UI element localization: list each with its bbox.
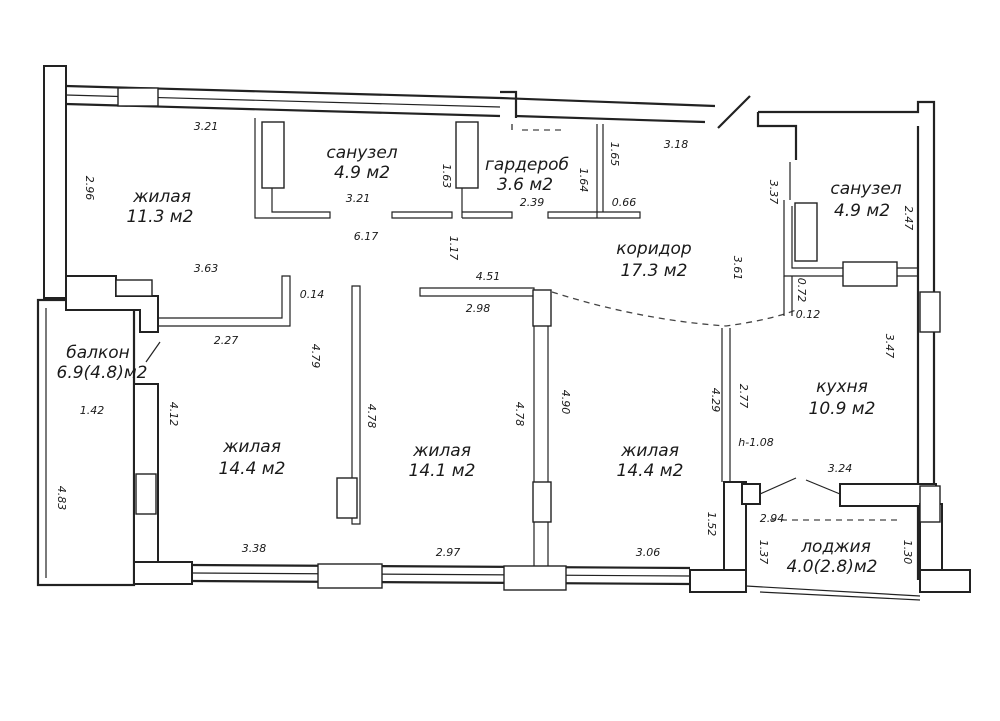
window-nw <box>117 87 159 107</box>
dimension-label: 2.47 <box>902 206 915 231</box>
dimension-label: 3.37 <box>767 180 780 205</box>
dimension-label: 0.72 <box>795 278 808 303</box>
windows <box>115 87 941 591</box>
dimension-label: 4.78 <box>365 404 378 429</box>
dimension-label: 2.96 <box>83 176 96 201</box>
room-area-balcony: 6.9(4.8)м2 <box>57 363 148 383</box>
dimension-label: 3.63 <box>194 262 219 275</box>
dimension-label: 4.78 <box>513 402 526 427</box>
dimension-label: 2.94 <box>760 512 785 525</box>
wall-sw-pier <box>133 383 159 563</box>
dimension-label: 3.24 <box>828 462 853 475</box>
dimension-label: 2.97 <box>436 546 461 559</box>
dimension-label: 1.30 <box>901 540 914 565</box>
dimension-label: 4.29 <box>709 388 722 413</box>
dimension-label: 2.27 <box>214 334 239 347</box>
dimension-label: 0.12 <box>796 308 821 321</box>
dimension-label: 6.17 <box>354 230 379 243</box>
dimension-label: 4.79 <box>309 344 322 369</box>
dimension-label: 1.65 <box>608 142 621 167</box>
dimension-labels: 3.21 2.96 3.21 1.63 6.17 1.65 1.64 3.18 … <box>55 120 915 564</box>
wall-nw-corner <box>65 275 159 333</box>
dimension-label: 3.06 <box>636 546 661 559</box>
dimension-label: 1.37 <box>757 540 770 565</box>
dimension-label: 4.51 <box>476 270 501 283</box>
room-name-living-se: жилая <box>620 441 679 461</box>
dimension-label: 0.14 <box>300 288 325 301</box>
dimension-label: 0.66 <box>612 196 637 209</box>
room-name-living-nw: жилая <box>132 187 191 207</box>
room-name-bathroom-e: санузел <box>830 179 901 199</box>
room-name-wardrobe: гардероб <box>485 155 569 175</box>
window-south-1 <box>317 563 383 589</box>
dimension-label: 4.12 <box>167 402 180 427</box>
room-labels: жилая 11.3 м2 санузел 4.9 м2 гардероб 3.… <box>57 143 902 577</box>
dimension-label: 3.38 <box>242 542 267 555</box>
dimension-label: 2.39 <box>520 196 545 209</box>
room-area-living-s: 14.1 м2 <box>409 461 476 481</box>
dimension-label: 1.64 <box>577 168 590 193</box>
room-name-corridor: коридор <box>616 239 692 259</box>
room-area-living-sw: 14.4 м2 <box>219 459 286 479</box>
room-name-living-sw: жилая <box>222 437 281 457</box>
dimension-label: 3.21 <box>346 192 371 205</box>
dimension-label: 3.47 <box>883 334 896 359</box>
room-name-living-s: жилая <box>412 441 471 461</box>
room-area-living-nw: 11.3 м2 <box>127 207 194 227</box>
room-area-kitchen: 10.9 м2 <box>809 399 876 419</box>
room-name-balcony: балкон <box>66 343 130 363</box>
room-area-living-se: 14.4 м2 <box>617 461 684 481</box>
dimension-label: 1.42 <box>80 404 105 417</box>
dimension-label: 4.83 <box>55 486 68 511</box>
dimension-label: 1.63 <box>440 164 453 189</box>
room-area-loggia: 4.0(2.8)м2 <box>787 557 878 577</box>
dimension-label: 2.77 <box>737 384 750 409</box>
dimension-label: 4.90 <box>559 390 572 415</box>
room-area-corridor: 17.3 м2 <box>621 261 688 281</box>
dimension-label: 3.21 <box>194 120 219 133</box>
room-name-loggia: лоджия <box>800 537 871 557</box>
dimension-label: 3.18 <box>664 138 689 151</box>
dimension-label: 1.17 <box>447 236 460 261</box>
window-south-2 <box>503 565 567 591</box>
room-area-bathroom-e: 4.9 м2 <box>834 201 890 221</box>
dimension-label: 1.52 <box>705 512 718 537</box>
room-name-kitchen: кухня <box>816 377 868 397</box>
dimension-label: 2.98 <box>466 302 491 315</box>
room-name-bathroom-n: санузел <box>326 143 397 163</box>
room-area-wardrobe: 3.6 м2 <box>497 175 553 195</box>
wall-west-upper <box>43 65 67 299</box>
room-area-bathroom-n: 4.9 м2 <box>334 163 390 183</box>
dimension-label: 3.61 <box>731 256 744 281</box>
dimension-label: h-1.08 <box>738 436 773 449</box>
